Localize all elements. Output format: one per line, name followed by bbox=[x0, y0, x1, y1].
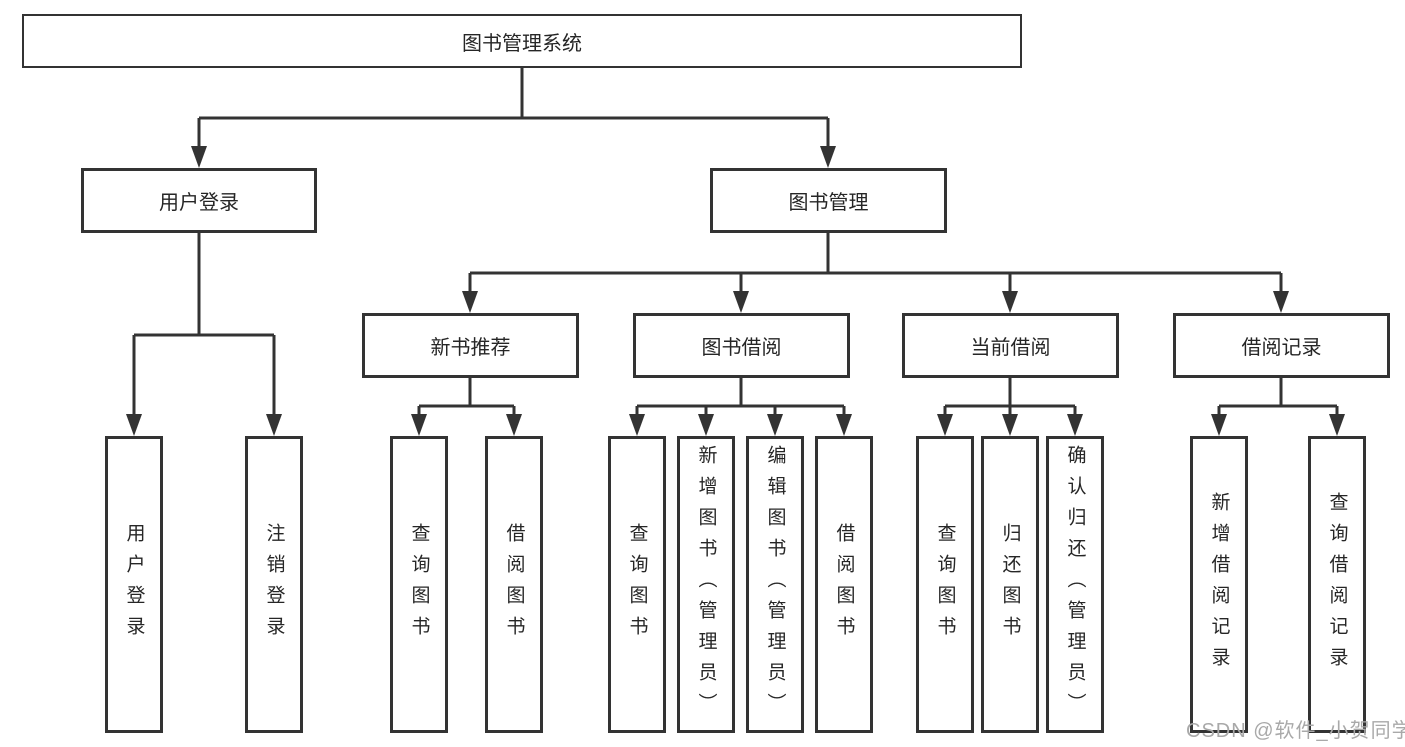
leaf-query-borrow-record: 查询借阅记录 bbox=[1308, 436, 1366, 733]
connector-book-management-to-level3 bbox=[462, 233, 1289, 313]
node-user-login: 用户登录 bbox=[81, 168, 317, 233]
node-borrow-records: 借阅记录 bbox=[1173, 313, 1390, 378]
node-current-borrow: 当前借阅 bbox=[902, 313, 1119, 378]
leaf-add-borrow-record: 新增借阅记录 bbox=[1190, 436, 1248, 733]
leaf-label: 查询图书 bbox=[408, 522, 430, 647]
leaf-logout: 注销登录 bbox=[245, 436, 303, 733]
leaf-label: 查询图书 bbox=[626, 522, 648, 647]
leaf-query-books-recommend: 查询图书 bbox=[390, 436, 448, 733]
leaf-label: 新增图书（管理员） bbox=[695, 445, 717, 724]
leaf-edit-book-admin: 编辑图书（管理员） bbox=[746, 436, 804, 733]
csdn-watermark: CSDN @软件_小贺同学 bbox=[1186, 720, 1405, 742]
leaf-query-books-current: 查询图书 bbox=[916, 436, 974, 733]
leaf-label: 用户登录 bbox=[123, 522, 145, 647]
leaf-borrow-books-borrow: 借阅图书 bbox=[815, 436, 873, 733]
leaf-query-books-borrow: 查询图书 bbox=[608, 436, 666, 733]
leaf-label: 归还图书 bbox=[999, 522, 1021, 647]
connector-root-to-level2 bbox=[191, 68, 836, 168]
leaf-label: 新增借阅记录 bbox=[1208, 491, 1230, 678]
connector-new-book-recommend-children bbox=[411, 378, 522, 436]
node-new-book-recommend: 新书推荐 bbox=[362, 313, 579, 378]
leaf-label: 注销登录 bbox=[263, 522, 285, 647]
leaf-label: 借阅图书 bbox=[833, 522, 855, 647]
leaf-label: 查询借阅记录 bbox=[1326, 491, 1348, 678]
leaf-add-book-admin: 新增图书（管理员） bbox=[677, 436, 735, 733]
connector-borrow-records-children bbox=[1211, 378, 1345, 436]
leaf-return-book: 归还图书 bbox=[981, 436, 1039, 733]
leaf-confirm-return-admin: 确认归还（管理员） bbox=[1046, 436, 1104, 733]
connector-book-borrow-children bbox=[629, 378, 852, 436]
leaf-label: 查询图书 bbox=[934, 522, 956, 647]
connector-user-login-children bbox=[126, 233, 282, 436]
leaf-label: 借阅图书 bbox=[503, 522, 525, 647]
leaf-label: 确认归还（管理员） bbox=[1064, 445, 1086, 724]
leaf-user-login: 用户登录 bbox=[105, 436, 163, 733]
node-root-system: 图书管理系统 bbox=[22, 14, 1022, 68]
leaf-borrow-books-recommend: 借阅图书 bbox=[485, 436, 543, 733]
leaf-label: 编辑图书（管理员） bbox=[764, 445, 786, 724]
connector-current-borrow-children bbox=[937, 378, 1083, 436]
node-book-borrow: 图书借阅 bbox=[633, 313, 850, 378]
node-book-management: 图书管理 bbox=[710, 168, 947, 233]
